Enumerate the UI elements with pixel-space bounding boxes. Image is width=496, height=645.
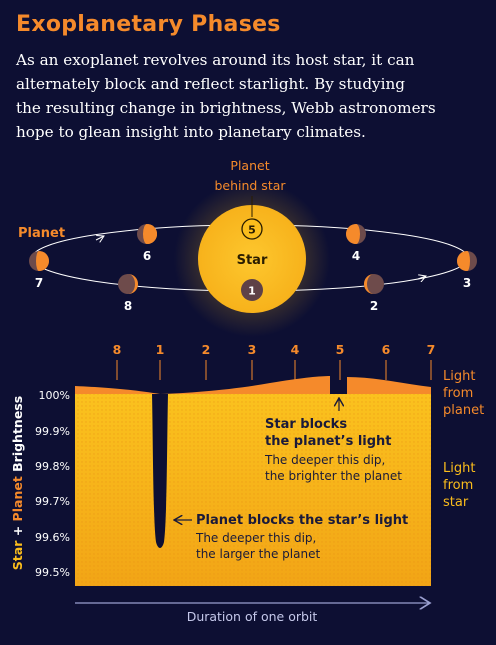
intro-line: the resulting change in brightness, Webb… bbox=[16, 99, 436, 117]
orbit-direction-arrow bbox=[417, 276, 426, 279]
planet-phase-1: 1 bbox=[241, 279, 263, 301]
planet-phase-4: 4 bbox=[346, 224, 366, 263]
intro-text: As an exoplanet revolves around its host… bbox=[16, 48, 486, 144]
planet-label: Planet bbox=[18, 226, 65, 241]
legend-star-light: Light from star bbox=[443, 461, 475, 510]
phase-marker: 2 bbox=[202, 342, 211, 357]
planet-phase-6: 6 bbox=[137, 224, 157, 263]
y-tick-label: 99.5% bbox=[35, 566, 70, 579]
phase-marker: 1 bbox=[156, 342, 165, 357]
svg-text:from: from bbox=[443, 478, 473, 493]
y-tick-label: 100% bbox=[39, 389, 70, 402]
svg-text:1: 1 bbox=[248, 285, 256, 298]
star-light-texture bbox=[75, 394, 431, 586]
phase-marker: 3 bbox=[248, 342, 257, 357]
y-tick-label: 99.7% bbox=[35, 495, 70, 508]
star bbox=[198, 205, 306, 313]
planet-phase-5: 5 bbox=[241, 218, 263, 240]
intro-line: hope to glean insight into planetary cli… bbox=[16, 123, 366, 141]
intro-line: As an exoplanet revolves around its host… bbox=[16, 51, 415, 69]
intro-line: alternately block and reflect starlight.… bbox=[16, 75, 406, 93]
behind-star-label: Planet bbox=[230, 158, 269, 173]
behind-star-label: behind star bbox=[214, 178, 286, 193]
x-axis-title: Duration of one orbit bbox=[187, 609, 318, 624]
svg-text:from: from bbox=[443, 386, 473, 401]
svg-text:The deeper this dip,: The deeper this dip, bbox=[195, 531, 316, 545]
svg-text:Planet blocks the star’s light: Planet blocks the star’s light bbox=[196, 513, 408, 528]
svg-text:the planet’s light: the planet’s light bbox=[265, 434, 392, 449]
svg-text:the larger the planet: the larger the planet bbox=[196, 547, 320, 561]
orbit-direction-arrow bbox=[95, 236, 104, 240]
svg-text:3: 3 bbox=[463, 276, 471, 290]
phase-marker: 6 bbox=[382, 342, 391, 357]
star-label: Star bbox=[237, 253, 268, 268]
y-axis: 100% 99.9% 99.8% 99.7% 99.6% 99.5% bbox=[35, 389, 70, 579]
svg-text:8: 8 bbox=[124, 299, 132, 313]
svg-text:Star blocks: Star blocks bbox=[265, 417, 347, 432]
svg-text:4: 4 bbox=[352, 249, 360, 263]
transit-annotation: Planet blocks the star’s light The deepe… bbox=[195, 513, 408, 561]
phase-marker: 7 bbox=[427, 342, 436, 357]
y-axis-title: Star + Planet Brightness bbox=[10, 396, 25, 570]
svg-text:the brighter the planet: the brighter the planet bbox=[265, 469, 402, 483]
page-title: Exoplanetary Phases bbox=[16, 12, 281, 37]
y-tick-label: 99.8% bbox=[35, 460, 70, 473]
legend-planet-light: Light from planet bbox=[443, 369, 484, 418]
phase-marker-labels: 8 1 2 3 4 5 6 7 bbox=[113, 342, 436, 357]
svg-text:5: 5 bbox=[248, 224, 256, 237]
svg-text:Light: Light bbox=[443, 369, 475, 384]
planet-phase-3: 3 bbox=[457, 251, 477, 290]
svg-text:star: star bbox=[443, 495, 469, 510]
planet-phase-2: 2 bbox=[364, 274, 384, 313]
planet-light-band bbox=[75, 376, 431, 394]
phase-marker: 8 bbox=[113, 342, 122, 357]
svg-text:6: 6 bbox=[143, 249, 151, 263]
svg-text:The deeper this dip,: The deeper this dip, bbox=[264, 453, 385, 467]
phase-marker-ticks bbox=[116, 360, 432, 380]
y-tick-label: 99.6% bbox=[35, 531, 70, 544]
phase-marker: 4 bbox=[291, 342, 300, 357]
svg-text:2: 2 bbox=[370, 299, 378, 313]
svg-text:Light: Light bbox=[443, 461, 475, 476]
svg-text:7: 7 bbox=[35, 276, 43, 290]
planet-phase-8: 8 bbox=[118, 274, 138, 313]
eclipse-annotation: Star blocks the planet’s light The deepe… bbox=[264, 417, 402, 483]
svg-text:planet: planet bbox=[443, 403, 484, 418]
y-tick-label: 99.9% bbox=[35, 425, 70, 438]
phase-marker: 5 bbox=[336, 342, 345, 357]
planet-phase-7: 7 bbox=[29, 251, 49, 290]
